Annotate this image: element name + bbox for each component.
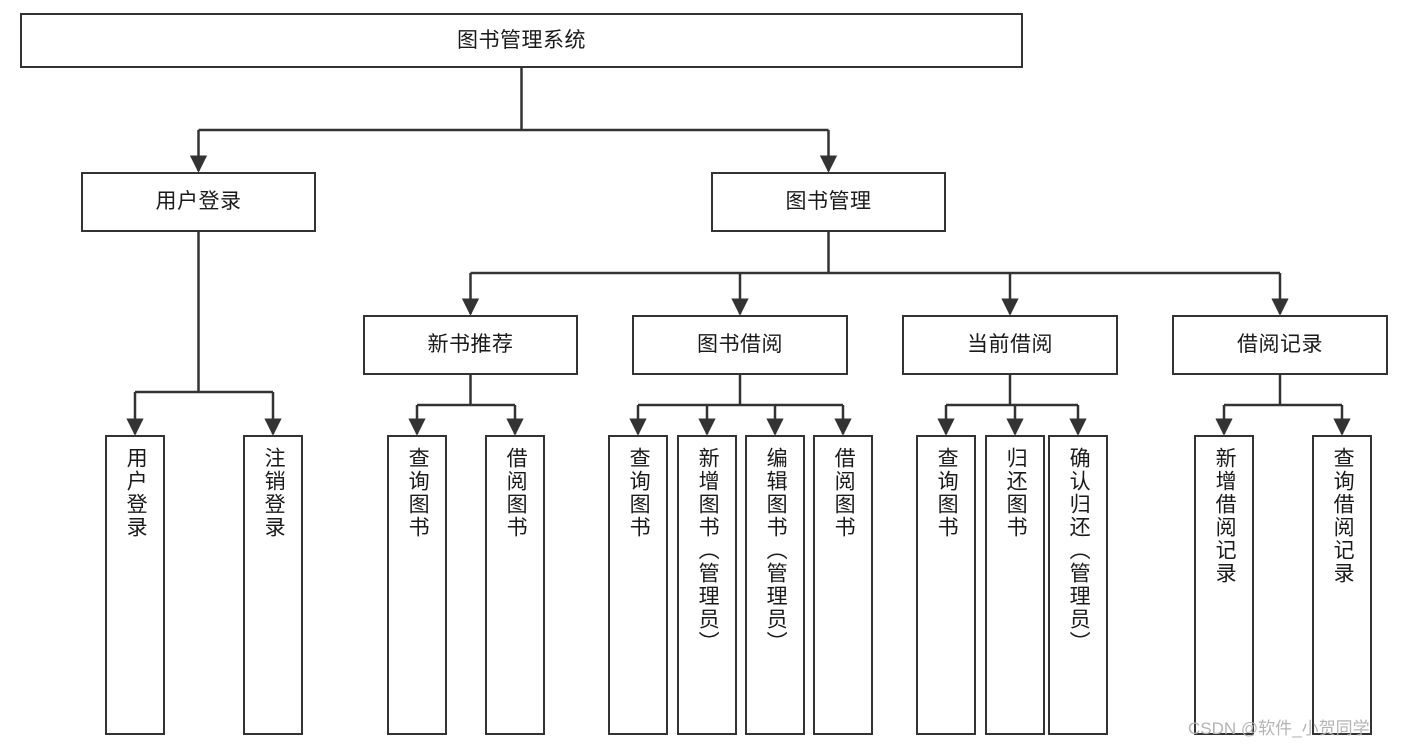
node-leaf-user-logout: 注销登录 [243,435,303,735]
node-label: 查询图书 [935,447,959,539]
node-leaf-new-borrow: 借阅图书 [485,435,545,735]
node-leaf-cur-return: 归还图书 [985,435,1045,735]
node-leaf-user-login: 用户登录 [105,435,165,735]
node-leaf-cur-confirm: 确认归还（管理员） [1048,435,1108,735]
node-borrow: 图书借阅 [632,315,848,375]
node-label: 确认归还（管理员） [1067,447,1091,654]
node-label: 用户登录 [124,447,148,539]
node-label: 查询图书 [406,447,430,539]
node-label: 新增借阅记录 [1213,447,1237,585]
node-label: 借阅图书 [832,447,856,539]
node-label: 新增图书（管理员） [696,447,720,654]
node-label: 图书借阅 [697,333,783,357]
node-label: 归还图书 [1004,447,1028,539]
node-root: 图书管理系统 [20,13,1023,68]
node-label: 注销登录 [262,447,286,539]
node-label: 借阅图书 [504,447,528,539]
watermark-text: CSDN @软件_小贺同学 [1188,719,1370,738]
node-leaf-rec-add: 新增借阅记录 [1194,435,1254,735]
node-label: 查询借阅记录 [1331,447,1355,585]
node-label: 当前借阅 [967,333,1053,357]
node-leaf-rec-query: 查询借阅记录 [1312,435,1372,735]
node-login: 用户登录 [81,172,316,232]
node-leaf-bk-borrow: 借阅图书 [813,435,873,735]
node-records: 借阅记录 [1172,315,1388,375]
node-label: 新书推荐 [427,333,514,357]
node-leaf-cur-query: 查询图书 [916,435,976,735]
node-leaf-new-query: 查询图书 [387,435,447,735]
node-label: 图书管理系统 [457,28,586,52]
node-label: 查询图书 [627,447,651,539]
node-newbook: 新书推荐 [363,315,578,375]
node-leaf-bk-edit: 编辑图书（管理员） [745,435,805,735]
node-label: 图书管理 [785,190,872,214]
node-current: 当前借阅 [902,315,1118,375]
node-label: 编辑图书（管理员） [764,447,788,654]
node-bookmgmt: 图书管理 [711,172,946,232]
node-leaf-bk-add: 新增图书（管理员） [677,435,737,735]
node-label: 用户登录 [155,190,242,214]
node-label: 借阅记录 [1237,333,1323,357]
node-leaf-bk-query: 查询图书 [608,435,668,735]
